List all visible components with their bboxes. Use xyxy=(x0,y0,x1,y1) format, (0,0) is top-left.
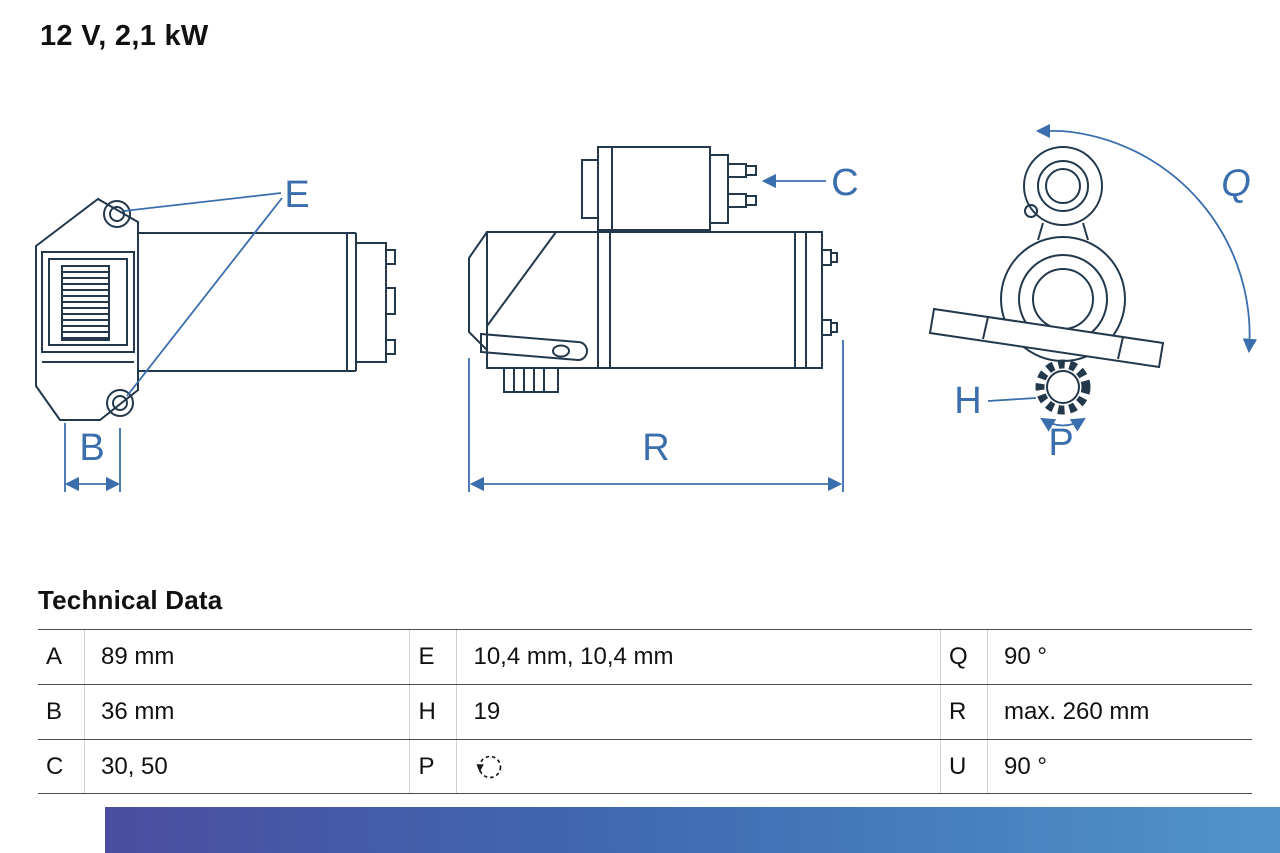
spec-value: max. 260 mm xyxy=(986,685,1252,739)
dimension-label-q: Q xyxy=(1221,163,1251,205)
spec-key: P xyxy=(418,752,435,780)
technical-data-section: Technical Data A 89 mm E 10,4 mm, 10,4 m… xyxy=(38,585,1252,794)
dimension-label-h: H xyxy=(954,380,981,422)
spec-row: A 89 mm E 10,4 mm, 10,4 mm Q 90 ° xyxy=(38,629,1252,684)
dimension-label-r: R xyxy=(642,427,669,469)
side-view-drawing xyxy=(468,146,838,393)
spec-value: 30, 50 xyxy=(84,740,409,793)
dimension-label-b: B xyxy=(79,427,104,469)
technical-data-table: A 89 mm E 10,4 mm, 10,4 mm Q 90 ° B 36 m… xyxy=(38,629,1252,794)
spec-cell-p: P xyxy=(409,740,940,793)
spec-key: B xyxy=(46,698,63,725)
spec-value: 10,4 mm, 10,4 mm xyxy=(456,630,940,684)
spec-key: A xyxy=(46,643,63,670)
spec-value: 36 mm xyxy=(84,685,409,739)
dimension-label-c: C xyxy=(831,162,858,204)
spec-key: R xyxy=(948,698,967,725)
dimension-r: R xyxy=(468,340,844,492)
dimension-p: P xyxy=(1040,417,1086,464)
dimension-c: C xyxy=(761,162,859,204)
technical-data-heading: Technical Data xyxy=(38,585,223,615)
spec-value: 89 mm xyxy=(84,630,409,684)
spec-cell-e: E 10,4 mm, 10,4 mm xyxy=(409,630,940,684)
spec-cell-c: C 30, 50 xyxy=(38,740,409,793)
dimension-q: Q xyxy=(1035,123,1258,354)
front-view-drawing xyxy=(35,197,396,421)
spec-cell-a: A 89 mm xyxy=(38,630,409,684)
spec-cell-u: U 90 ° xyxy=(939,740,1252,793)
dimension-b: B xyxy=(64,423,121,492)
spec-key: Q xyxy=(948,643,968,670)
spec-key: E xyxy=(418,643,435,670)
rotation-ccw-icon xyxy=(476,755,502,778)
spec-cell-b: B 36 mm xyxy=(38,685,409,739)
spec-value: 90 ° xyxy=(986,740,1252,793)
end-view-drawing xyxy=(928,146,1165,415)
spec-value: 19 xyxy=(456,685,940,739)
dimension-label-p: P xyxy=(1048,422,1073,464)
spec-row: B 36 mm H 19 R max. 260 mm xyxy=(38,684,1252,739)
spec-cell-h: H 19 xyxy=(409,685,940,739)
brand-color-bar xyxy=(105,807,1280,853)
dimension-h: H xyxy=(954,380,1037,422)
spec-row: C 30, 50 P U 90 ° xyxy=(38,739,1252,794)
spec-key: H xyxy=(418,698,436,725)
spec-value xyxy=(456,740,940,793)
product-technical-drawing: E B xyxy=(35,123,1258,492)
dimension-e: E xyxy=(123,174,310,397)
dimension-label-e: E xyxy=(284,174,309,216)
spec-cell-q: Q 90 ° xyxy=(939,630,1252,684)
product-title: 12 V, 2,1 kW xyxy=(40,20,209,52)
spec-cell-r: R max. 260 mm xyxy=(939,685,1252,739)
spec-value: 90 ° xyxy=(986,630,1252,684)
spec-key: C xyxy=(46,752,64,780)
spec-key: U xyxy=(948,752,967,780)
